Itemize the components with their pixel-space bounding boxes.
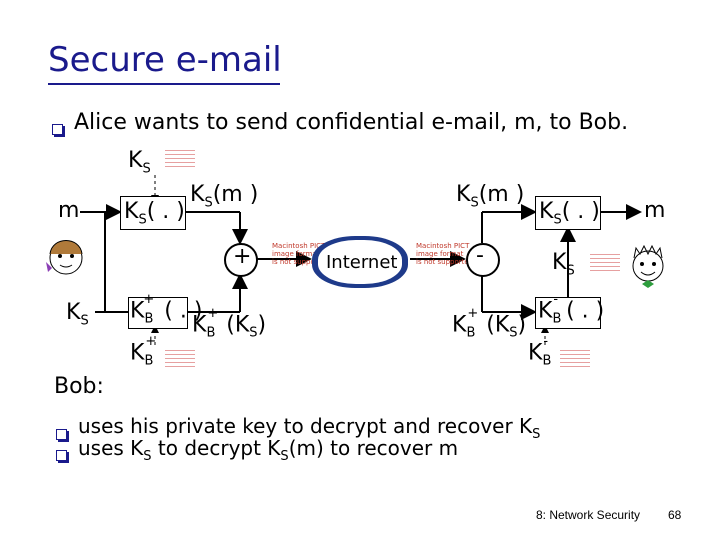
pict-placeholder [165,150,195,168]
diagram: KS m KS( . ) KS(m ) KS KB+( . ) KB+ KB+(… [0,140,720,380]
private-key-decrypt-box [535,297,601,329]
diagram-lines [80,175,642,345]
bob-private-key-label: KB- [528,334,552,369]
split-operator [466,243,500,277]
public-key-encrypt-box [128,297,188,329]
encrypted-key-label-right: KB+(KS) [452,306,527,341]
symmetric-decrypt-box [535,196,601,230]
minus-sign: - [476,243,484,268]
message-left-label: m [58,198,80,223]
bullet-icon [52,120,63,139]
bob-step-2: uses KS to decrypt KS(m) to recover m [78,436,459,464]
message-right-label: m [644,198,666,223]
private-key-decrypt-label: KB-( . ) [538,292,605,327]
pict-placeholder [590,254,620,272]
public-key-encrypt-label: KB+( . ) [130,292,203,327]
session-key-label-left: KS [66,300,89,329]
session-key-label: KS [128,148,151,177]
symmetric-encrypt-label: KS( . ) [124,199,185,228]
alice-avatar [44,232,88,284]
encrypted-key-label-left: KB+(KS) [192,306,267,341]
footer-chapter: 8: Network Security [536,508,641,522]
encrypted-message-label-right: KS(m ) [456,182,525,211]
slide-title: Secure e-mail [48,40,282,80]
symmetric-decrypt-label: KS( . ) [539,199,600,228]
symmetric-encrypt-box [120,196,186,230]
intro-text: Alice wants to send confidential e-mail,… [74,110,629,135]
combine-operator [224,243,258,277]
pict-placeholder [165,350,195,368]
title-underline [48,83,280,85]
footer-page-number: 68 [668,508,682,522]
bullet-icon [56,446,67,465]
bullet-icon [56,425,67,444]
bob-avatar [626,240,670,292]
bob-public-key-label: KB+ [130,334,157,369]
bob-step-1: uses his private key to decrypt and reco… [78,414,541,442]
plus-sign: + [233,244,252,269]
internet-cloud-inner [318,240,402,284]
pict-placeholder [560,350,590,368]
bob-heading: Bob: [54,374,104,399]
session-key-label-right: KS [552,250,575,279]
internet-label: Internet [326,252,398,273]
encrypted-message-label-left: KS(m ) [190,182,259,211]
